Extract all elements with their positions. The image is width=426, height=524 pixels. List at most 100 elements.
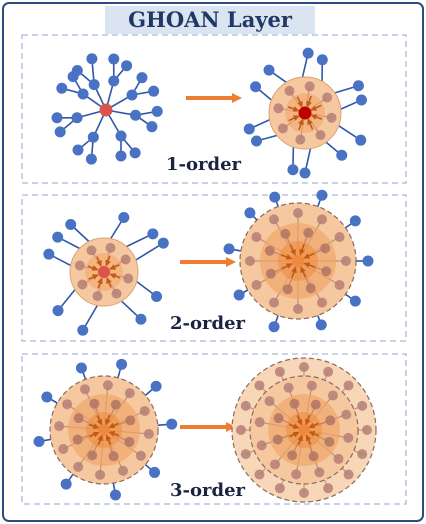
absorbed-node [74,260,85,271]
panel-2-left-graph [43,211,169,336]
leaf-node [269,191,281,203]
absorbed-node [73,413,84,424]
leaf-node [233,289,245,301]
absorbed-node [282,284,293,295]
absorbed-node [143,428,154,439]
absorbed-node [357,400,368,411]
absorbed-node [110,399,121,410]
leaf-node [86,53,98,65]
leaf-node [75,362,87,374]
leaf-node [65,218,77,230]
absorbed-node [240,400,251,411]
absorbed-node [317,214,327,225]
absorbed-node [240,449,251,460]
leaf-node [52,231,64,243]
edge [133,242,164,262]
absorbed-node [273,103,284,114]
aggregation-arrow [310,104,322,111]
aggregation-arrow [297,434,304,446]
absorbed-node [254,417,265,428]
aggregation-arrow [109,264,120,270]
panel-1-left-graph [51,53,163,165]
leaf-node [33,435,45,447]
leaf-node [151,105,163,117]
absorbed-node [295,134,306,145]
aggregation-arrow [97,277,103,289]
leaf-node [115,150,127,162]
absorbed-node [251,232,262,242]
center-node [298,106,312,120]
aggregation-arrow [280,254,293,260]
center-node [99,103,113,117]
leaf-node [287,164,299,176]
absorbed-node [256,440,267,451]
aggregation-arrow [300,266,307,278]
panel-1-right-graph [243,47,368,179]
leaf-node [54,126,66,138]
absorbed-node [89,398,100,409]
leaf-node [251,135,263,147]
leaf-node [157,237,169,249]
leaf-node [116,358,128,370]
neighbor-node [126,89,138,101]
absorbed-node [287,450,298,461]
absorbed-node [280,228,291,239]
leaf-node [349,215,361,227]
neighbor-node [88,79,100,91]
aggregation-arrow [89,431,100,438]
absorbed-node [321,266,332,277]
aggregation-arrow [88,423,100,430]
leaf-node [129,147,141,159]
center-node [98,424,110,436]
absorbed-node [341,409,352,420]
absorbed-node [333,453,344,464]
leaf-node [302,47,314,59]
aggregation-arrow [298,118,304,131]
aggregation-arrow [287,106,300,112]
absorbed-node [58,444,69,455]
absorbed-node [343,432,354,443]
absorbed-node [326,112,337,123]
leaf-node [315,319,327,331]
absorbed-node [105,242,116,253]
absorbed-node [323,366,334,377]
aggregation-arrow [307,118,314,130]
leaf-node [349,295,361,307]
center-node [298,424,310,436]
aggregation-arrow [306,95,312,108]
leaf-node [336,149,348,161]
absorbed-node [135,450,146,461]
leaf-node [51,112,63,124]
absorbed-node [273,413,284,424]
absorbed-node [270,459,281,470]
absorbed-node [317,297,327,308]
aggregation-arrow [288,115,300,122]
leaf-node [77,324,89,336]
absorbed-node [251,280,262,290]
absorbed-node [323,483,334,494]
absorbed-node [357,449,368,460]
leaf-node [244,207,256,219]
absorbed-node [314,467,325,478]
leaf-node [136,72,148,84]
absorbed-node [308,451,319,462]
absorbed-node [289,398,300,409]
center-node [292,255,304,267]
aggregation-arrow [108,422,119,429]
aggregation-arrow [291,266,297,279]
diagram-title: GHOAN Layer [128,7,292,32]
panel-3-right-graph [231,357,377,503]
absorbed-node [299,488,309,498]
leaf-node [151,291,163,303]
absorbed-node [299,362,309,372]
absorbed-node [362,425,372,435]
absorbed-node [92,291,103,302]
aggregation-arrow [96,256,102,267]
absorbed-node [54,421,65,432]
absorbed-node [108,451,119,462]
absorbed-node [269,214,279,225]
absorbed-node [245,256,255,266]
leaf-node [356,94,368,106]
absorbed-node [310,399,321,410]
